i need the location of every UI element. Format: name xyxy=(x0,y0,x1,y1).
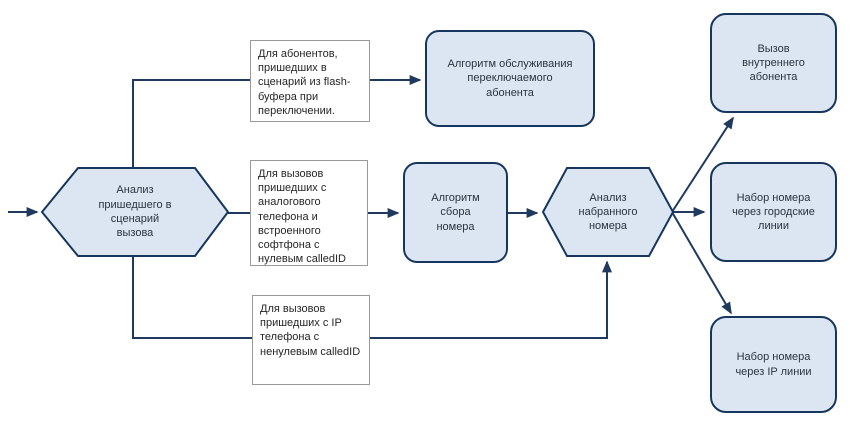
hexagon-analyze-dialed-number-label: Анализ набранного номера xyxy=(553,170,663,254)
node-internal-subscriber-call: Вызов внутреннего абонента xyxy=(710,13,837,113)
note-analog-phone-text: Для вызовов пришедших с аналогового теле… xyxy=(258,168,346,266)
node-number-collect-algorithm-label: Алгоритм сбора номера xyxy=(431,192,480,233)
connector-dialed-to-internal-call xyxy=(671,116,734,213)
note-flash-buffer-text: Для абонентов, пришедших в сценарий из f… xyxy=(258,48,351,117)
hexagon-analyze-dialed-number xyxy=(541,167,675,257)
node-dial-ip-lines-label: Набор номера через IP линии xyxy=(735,351,812,378)
hexagon-analyze-incoming-call-label: Анализ пришедшего в сценарий вызова xyxy=(60,170,210,254)
node-switch-service-algorithm-label: Алгоритм обслуживания переключаемого або… xyxy=(447,58,573,99)
note-flash-buffer: Для абонентов, пришедших в сценарий из f… xyxy=(250,40,370,122)
note-analog-phone: Для вызовов пришедших с аналогового теле… xyxy=(250,160,368,266)
hexagon-analyze-dialed-number-text: Анализ набранного номера xyxy=(578,191,638,233)
note-ip-phone-text: Для вызовов пришедших с IP телефона с не… xyxy=(260,303,361,358)
node-dial-city-lines: Набор номера через городские линии xyxy=(710,162,837,262)
note-ip-phone: Для вызовов пришедших с IP телефона с не… xyxy=(252,295,370,385)
node-dial-ip-lines: Набор номера через IP линии xyxy=(710,316,837,413)
hexagon-analyze-incoming-call-text: Анализ пришедшего в сценарий вызова xyxy=(98,184,172,240)
hexagon-analyze-incoming-call xyxy=(40,167,230,257)
node-switch-service-algorithm: Алгоритм обслуживания переключаемого або… xyxy=(425,30,595,127)
node-dial-city-lines-label: Набор номера через городские линии xyxy=(732,191,815,233)
node-internal-subscriber-call-label: Вызов внутреннего абонента xyxy=(742,42,805,84)
connector-incoming-to-dialed xyxy=(132,256,612,339)
node-number-collect-algorithm: Алгоритм сбора номера xyxy=(403,162,508,263)
connector-dialed-to-ip-lines xyxy=(671,211,732,315)
